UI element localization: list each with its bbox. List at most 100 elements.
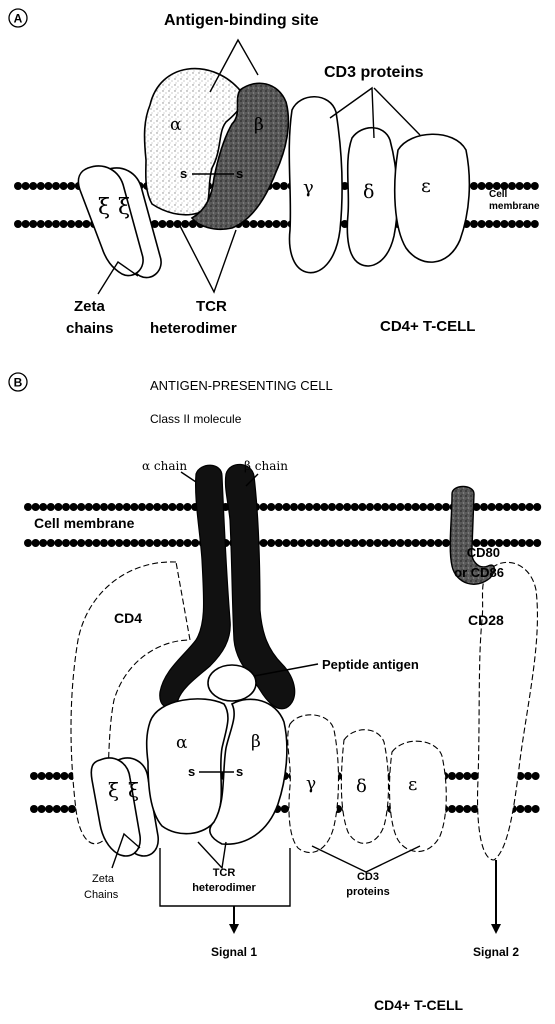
- membrane-bead: [366, 539, 374, 547]
- membrane-bead: [508, 220, 516, 228]
- membrane-bead: [389, 503, 397, 511]
- membrane-bead: [478, 182, 486, 190]
- membrane-bead: [108, 539, 116, 547]
- membrane-bead: [45, 772, 53, 780]
- zeta-label-b-1: Zeta: [92, 873, 115, 885]
- panel-b-marker: B: [9, 373, 27, 391]
- cd4-tcell-label-b: CD4+ T-CELL: [374, 997, 464, 1013]
- antigen-binding-site-title: Antigen-binding site: [164, 12, 319, 29]
- membrane-bead: [130, 539, 138, 547]
- tcr-alpha-label-b: α: [176, 733, 188, 753]
- membrane-bead: [62, 539, 70, 547]
- cell-membrane-label-a-1: Cell: [489, 189, 508, 200]
- membrane-bead: [313, 503, 321, 511]
- svg-text:ξ: ξ: [128, 778, 139, 802]
- membrane-bead: [427, 539, 435, 547]
- membrane-bead: [366, 503, 374, 511]
- cd3-gamma-label-b: γ: [306, 774, 316, 794]
- membrane-bead: [85, 503, 93, 511]
- membrane-bead: [442, 503, 450, 511]
- zeta-chains-label-2: chains: [66, 320, 114, 337]
- membrane-bead: [524, 772, 532, 780]
- membrane-bead: [250, 220, 258, 228]
- membrane-bead: [531, 182, 539, 190]
- panel-a: A ξ ξ α β s s γ δ ε: [9, 9, 540, 337]
- membrane-bead: [24, 503, 32, 511]
- membrane-bead: [516, 220, 524, 228]
- membrane-bead: [82, 220, 90, 228]
- membrane-bead: [24, 539, 32, 547]
- membrane-bead: [130, 503, 138, 511]
- membrane-bead: [67, 182, 75, 190]
- membrane-bead: [275, 503, 283, 511]
- membrane-bead: [22, 182, 30, 190]
- membrane-bead: [518, 539, 526, 547]
- membrane-bead: [358, 539, 366, 547]
- membrane-bead: [168, 539, 176, 547]
- tcr-label-2: heterodimer: [150, 320, 237, 337]
- membrane-bead: [351, 503, 359, 511]
- cd3-epsilon-b: [390, 741, 447, 851]
- membrane-bead: [531, 220, 539, 228]
- membrane-bead: [533, 539, 541, 547]
- membrane-bead: [305, 539, 313, 547]
- membrane-bead: [62, 503, 70, 511]
- membrane-bead: [427, 503, 435, 511]
- membrane-bead: [30, 805, 38, 813]
- membrane-bead: [32, 539, 40, 547]
- cd4-tcell-label-a: CD4+ T-CELL: [380, 318, 475, 335]
- membrane-bead: [396, 503, 404, 511]
- membrane-bead: [30, 772, 38, 780]
- membrane-bead: [275, 539, 283, 547]
- membrane-bead: [526, 503, 534, 511]
- cd3-pointer-b: [312, 846, 420, 872]
- membrane-bead: [404, 503, 412, 511]
- membrane-bead: [161, 503, 169, 511]
- membrane-bead: [389, 539, 397, 547]
- membrane-bead: [60, 805, 68, 813]
- membrane-bead: [280, 220, 288, 228]
- membrane-bead: [52, 182, 60, 190]
- membrane-bead: [39, 539, 47, 547]
- cd4-label: CD4: [114, 610, 142, 626]
- membrane-bead: [320, 503, 328, 511]
- membrane-bead: [510, 503, 518, 511]
- zeta-label-b-2: Chains: [84, 889, 119, 901]
- membrane-bead: [456, 805, 464, 813]
- membrane-bead: [70, 503, 78, 511]
- beta-chain-label: β chain: [244, 459, 288, 473]
- membrane-bead: [77, 503, 85, 511]
- membrane-bead: [280, 182, 288, 190]
- cd3-pointer-2: [374, 88, 420, 135]
- membrane-bead: [282, 503, 290, 511]
- tcr-pointer-b: [198, 842, 226, 868]
- membrane-bead: [85, 539, 93, 547]
- membrane-bead: [396, 539, 404, 547]
- membrane-bead: [54, 539, 62, 547]
- tcr-pointer: [178, 222, 236, 292]
- membrane-bead: [478, 220, 486, 228]
- membrane-bead: [138, 539, 146, 547]
- membrane-bead: [267, 503, 275, 511]
- membrane-bead: [184, 539, 192, 547]
- membrane-bead: [495, 503, 503, 511]
- membrane-bead: [305, 503, 313, 511]
- membrane-bead: [38, 772, 46, 780]
- membrane-bead: [290, 539, 298, 547]
- membrane-bead: [37, 182, 45, 190]
- cd3-epsilon-label: ε: [421, 175, 431, 197]
- membrane-bead: [53, 772, 61, 780]
- membrane-bead: [115, 503, 123, 511]
- membrane-bead: [456, 772, 464, 780]
- apc-title: ANTIGEN-PRESENTING CELL: [150, 378, 333, 393]
- membrane-bead: [381, 503, 389, 511]
- alpha-chain-label: α chain: [142, 459, 187, 473]
- cd3-proteins-title: CD3 proteins: [324, 64, 424, 81]
- svg-text:ξ: ξ: [108, 778, 119, 802]
- membrane-bead: [92, 539, 100, 547]
- signal-2-label: Signal 2: [473, 945, 519, 959]
- signal-2-arrow: [491, 860, 501, 934]
- membrane-bead: [53, 805, 61, 813]
- membrane-bead: [500, 220, 508, 228]
- cd28-label: CD28: [468, 612, 504, 628]
